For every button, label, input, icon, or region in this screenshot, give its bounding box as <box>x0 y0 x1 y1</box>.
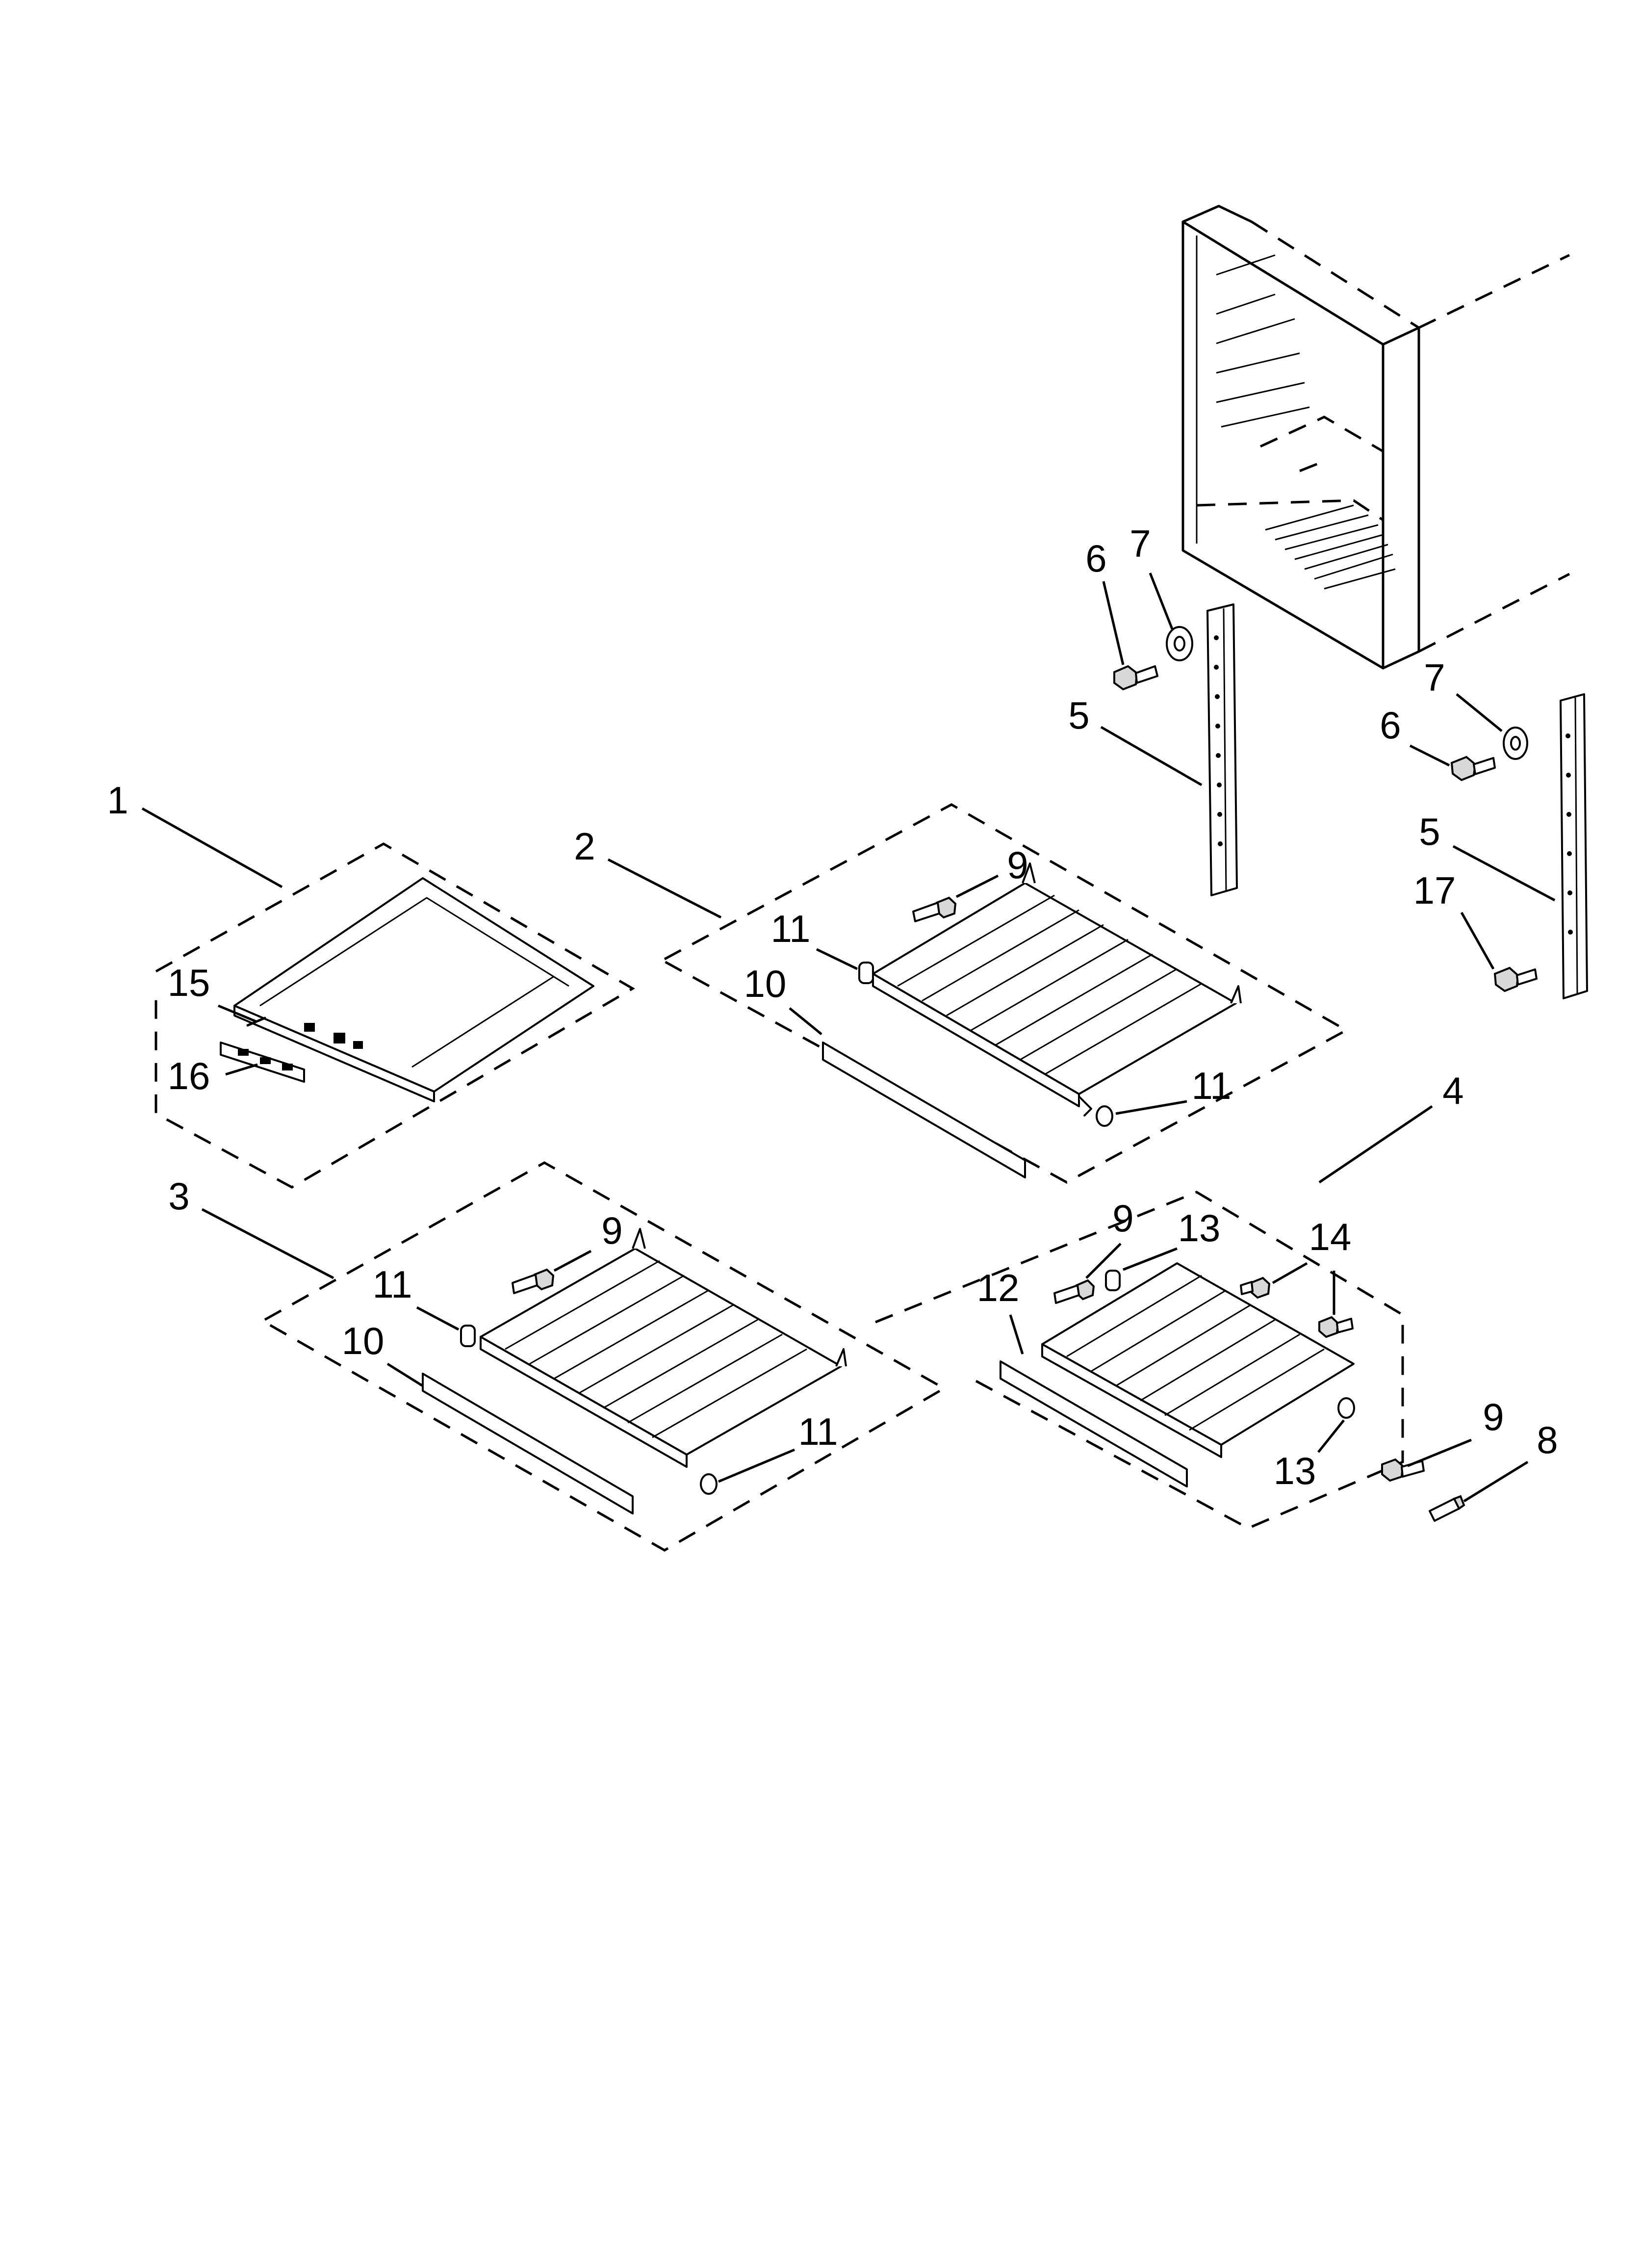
pin-9-lower <box>512 1268 555 1294</box>
cabinet-housing <box>1181 205 1570 670</box>
callout-labels: 1 2 3 4 5 5 6 6 7 7 8 9 9 9 9 10 10 11 1… <box>107 522 1558 1492</box>
callout-11-shelf2-top: 11 <box>771 907 811 950</box>
clip-8 <box>1429 1495 1465 1522</box>
shelf-assembly-3 <box>264 1161 947 1552</box>
pin-9-loose <box>1381 1458 1425 1482</box>
callout-8: 8 <box>1537 1418 1558 1461</box>
callout-16: 16 <box>168 1054 210 1097</box>
screw-6-left <box>1113 665 1158 691</box>
callout-11-shelf3-bottom: 11 <box>798 1410 838 1453</box>
top-shelf-assembly <box>154 842 635 1189</box>
callout-3: 3 <box>168 1174 189 1218</box>
pin-9 <box>912 896 957 922</box>
screw-17 <box>1493 966 1538 992</box>
washer-7-right <box>1503 727 1528 760</box>
shelf-assembly-4 <box>875 1191 1404 1530</box>
rail-left <box>1206 603 1238 896</box>
callout-6-right: 6 <box>1380 704 1401 747</box>
callout-11-shelf3-top: 11 <box>373 1263 412 1306</box>
shelf-assembly-2 <box>664 803 1349 1184</box>
screw-6-right <box>1450 756 1496 782</box>
callout-15: 15 <box>168 961 210 1004</box>
leader-lines <box>141 573 1556 1503</box>
callout-4: 4 <box>1442 1069 1463 1112</box>
callout-9-shelf3: 9 <box>601 1209 622 1252</box>
callout-9-shelf2: 9 <box>1007 843 1028 886</box>
callout-9-shelf4: 9 <box>1112 1197 1133 1240</box>
callout-2: 2 <box>574 825 595 868</box>
screw-14 <box>1240 1277 1271 1299</box>
callout-17: 17 <box>1413 869 1456 912</box>
callout-6-left: 6 <box>1085 537 1106 580</box>
callout-10-shelf3: 10 <box>342 1319 385 1362</box>
callout-12: 12 <box>977 1266 1020 1309</box>
washer-7-left <box>1166 626 1193 661</box>
callout-10-shelf2: 10 <box>744 962 787 1005</box>
screw-14b <box>1318 1316 1354 1338</box>
rail-right <box>1560 693 1588 999</box>
callout-14: 14 <box>1309 1215 1352 1258</box>
callout-1: 1 <box>107 779 128 822</box>
callout-5-right: 5 <box>1419 810 1440 853</box>
callout-7-left: 7 <box>1129 522 1151 565</box>
callout-9-loose: 9 <box>1483 1395 1504 1438</box>
callout-7-right: 7 <box>1424 656 1445 699</box>
pin-9-shelf4 <box>1053 1279 1095 1304</box>
callout-11-shelf2-bottom: 11 <box>1192 1064 1232 1107</box>
callout-13-top: 13 <box>1178 1206 1221 1250</box>
callout-13-bottom: 13 <box>1274 1449 1316 1492</box>
callout-5-left: 5 <box>1068 694 1089 737</box>
